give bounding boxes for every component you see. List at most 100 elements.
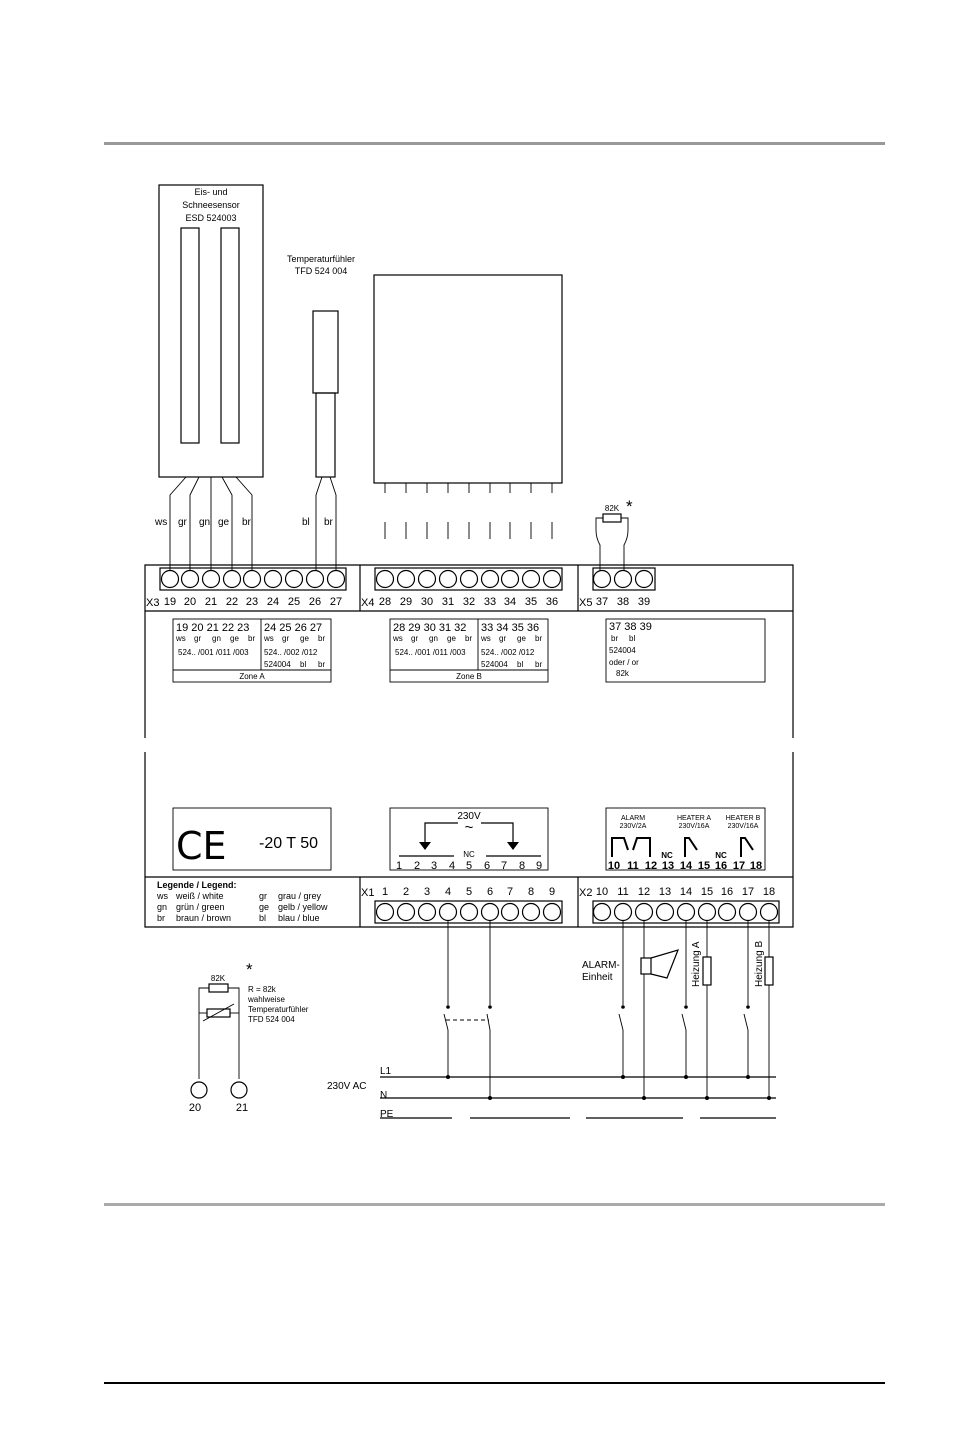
heater-a-relay-name: HEATER A — [677, 815, 711, 822]
zone-b-right-types: 524.. /002 /012 — [481, 648, 535, 657]
supply-switch-wiring — [443, 920, 492, 1100]
zone-a-probe-wire: br — [318, 660, 325, 669]
sensor-title-1: Eis- und — [194, 187, 227, 197]
x5-info-resistor: 82k — [616, 669, 630, 678]
x2-num: 14 — [680, 886, 692, 898]
x1-num: 4 — [445, 886, 451, 898]
ac-tilde: ~ — [465, 819, 474, 836]
note-terminal: 20 — [189, 1102, 201, 1114]
x3-num: 22 — [226, 596, 238, 608]
sensor-wire-labels: ws gr gn ge br — [154, 517, 252, 528]
wire-label-gn: gn — [199, 517, 210, 528]
wire-label-ws: ws — [154, 517, 167, 528]
supply-num: 4 — [449, 860, 455, 872]
terminal-strip-x2: X2 10 11 12 13 14 15 16 17 18 — [579, 886, 780, 924]
controller-housing — [144, 564, 794, 928]
supply-num: 8 — [519, 860, 525, 872]
zone-b-caption: Zone B — [456, 672, 482, 681]
heater-b-label: Heizung B — [754, 941, 765, 987]
x4-num: 33 — [484, 596, 496, 608]
x1-num: 8 — [528, 886, 534, 898]
x4-label: X4 — [361, 597, 374, 609]
zone-b-left-types: 524.. /001 /011 /003 — [395, 648, 466, 657]
supply-num: 5 — [466, 860, 472, 872]
supply-num: 1 — [396, 860, 402, 872]
zone-b-left-code: ws — [392, 634, 403, 643]
x2-num: 12 — [638, 886, 650, 898]
legend-color: blau / blue — [278, 913, 320, 923]
relay-num: 14 — [680, 860, 693, 872]
sensor-title-3: ESD 524003 — [185, 213, 236, 223]
relay-num: 17 — [733, 860, 745, 872]
wire-label-gr: gr — [178, 517, 188, 528]
zone-a-caption: Zone A — [239, 672, 265, 681]
relay-num: 12 — [645, 860, 657, 872]
wire-label-br: br — [242, 517, 252, 528]
wire-label-ge: ge — [218, 517, 230, 528]
zone-a-left-numbers: 19 20 21 22 23 — [176, 622, 249, 634]
x5-num: 38 — [617, 596, 629, 608]
ce-rating-box: CE -20 T 50 — [172, 807, 332, 871]
supply-label: 230V AC — [327, 1081, 366, 1092]
x3-num: 27 — [330, 596, 342, 608]
x2-label: X2 — [579, 887, 592, 899]
note-line: Temperaturfühler — [248, 1005, 309, 1014]
zone-a-right-code: gr — [282, 634, 289, 643]
relay-num: 18 — [750, 860, 762, 872]
legend-code: bl — [259, 913, 266, 923]
zone-b-left-code: br — [465, 634, 472, 643]
zone-a-left-code: br — [248, 634, 255, 643]
probe-title-1: Temperaturfühler — [287, 254, 355, 264]
second-sensor — [373, 274, 563, 539]
power-lines: 230V AC L1 N PE — [327, 1066, 776, 1120]
x4-num: 28 — [379, 596, 391, 608]
note-line: TFD 524 004 — [248, 1015, 295, 1024]
x2-num: 13 — [659, 886, 671, 898]
supply-num: 6 — [484, 860, 490, 872]
x5-info-or: oder / or — [609, 658, 639, 667]
legend-color: braun / brown — [176, 913, 231, 923]
ice-snow-sensor: Eis- und Schneesensor ESD 524003 — [158, 184, 264, 573]
relay-load-wiring: ALARM- Einheit Heizung A Heizung B — [582, 920, 774, 1100]
relay-nc: NC — [661, 851, 673, 860]
probe-wire-br: br — [324, 517, 334, 528]
zone-b-right-code: br — [535, 634, 542, 643]
temperature-rating: -20 T 50 — [259, 835, 318, 852]
asterisk-mark: * — [626, 497, 633, 516]
zone-a-right-numbers: 24 25 26 27 — [264, 622, 322, 634]
x3-num: 24 — [267, 596, 279, 608]
heater-a-relay-rating: 230V/16A — [679, 823, 710, 830]
supply-nc: NC — [463, 850, 475, 859]
zone-a-right-code: br — [318, 634, 325, 643]
note-asterisk: * — [246, 960, 253, 979]
line-n-label: N — [380, 1090, 387, 1101]
x1-num: 6 — [487, 886, 493, 898]
x1-label: X1 — [361, 887, 374, 899]
x1-num: 3 — [424, 886, 430, 898]
zone-a-left-types: 524.. /001 /011 /003 — [178, 648, 249, 657]
x1-num: 1 — [382, 886, 388, 898]
zone-a-table: 19 20 21 22 23 ws gr gn ge br 524.. /001… — [172, 618, 332, 683]
terminal-strip-x3: X3 19 20 21 22 23 24 25 26 27 — [146, 567, 347, 609]
x2-num: 11 — [617, 886, 628, 898]
legend-code: gr — [259, 891, 267, 901]
supply-num: 9 — [536, 860, 542, 872]
supply-num: 7 — [501, 860, 507, 872]
relay-nc: NC — [715, 851, 727, 860]
zone-b-left-numbers: 28 29 30 31 32 — [393, 622, 466, 634]
bottom-rule — [104, 1382, 885, 1384]
sensor-title-2: Schneesensor — [182, 200, 240, 210]
zone-b-right-code: gr — [499, 634, 506, 643]
relay-num: 10 — [608, 860, 620, 872]
x4-num: 35 — [525, 596, 537, 608]
alarm-relay-rating: 230V/2A — [620, 823, 647, 830]
x1-num: 2 — [403, 886, 409, 898]
x3-num: 25 — [288, 596, 300, 608]
x5-num: 39 — [638, 596, 650, 608]
zone-b-right-code: ws — [480, 634, 491, 643]
x2-num: 16 — [721, 886, 733, 898]
zone-b-left-code: gn — [429, 634, 438, 643]
heater-b-relay-name: HEATER B — [726, 815, 761, 822]
zone-b-right-numbers: 33 34 35 36 — [481, 622, 539, 634]
